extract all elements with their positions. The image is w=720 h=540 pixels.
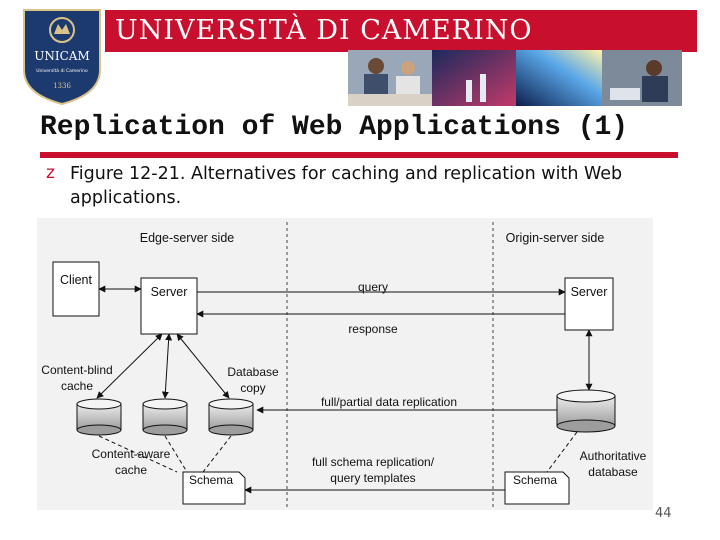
header-photo-strip — [348, 50, 682, 106]
content-aware-label-2: cache — [115, 463, 147, 477]
replication-label: full/partial data replication — [321, 395, 457, 409]
authoritative-label: Authoritative — [580, 449, 647, 463]
z-bullet-icon: z — [46, 163, 55, 183]
db-copy-schema-dash — [202, 435, 232, 473]
origin-schema-dash — [546, 431, 578, 473]
replication-diagram: Edge-server side Origin-server side Clie… — [37, 218, 653, 510]
edge-server-label: Server — [151, 285, 188, 299]
origin-side-label: Origin-server side — [506, 231, 605, 245]
unicam-logo: UNICAM Università di Camerino 1336 — [23, 9, 101, 106]
server-db-copy-arrow — [176, 333, 230, 399]
origin-schema-label: Schema — [513, 473, 557, 487]
edge-side-label: Edge-server side — [140, 231, 235, 245]
slide-title: Replication of Web Applications (1) — [40, 112, 629, 143]
photo-lab — [432, 50, 516, 106]
blind-cache-schema-dash — [98, 435, 178, 473]
server-blind-cache-arrow — [96, 333, 163, 399]
server-cache-arrow — [161, 333, 173, 399]
header-banner — [105, 10, 697, 52]
logo-text: UNICAM — [34, 49, 90, 63]
database-copy-label: Database — [227, 365, 279, 379]
photo-light — [516, 50, 602, 106]
edge-schema-label: Schema — [189, 473, 233, 487]
bullet-text: Figure 12-21. Alternatives for caching a… — [70, 164, 623, 208]
cache-schema-dash — [164, 435, 188, 473]
database-copy-cylinder — [208, 398, 254, 436]
university-name: UNIVERSITÀ DI CAMERINO — [115, 15, 533, 46]
response-label: response — [348, 322, 398, 336]
schema-replication-label: full schema replication/ — [312, 455, 435, 469]
origin-schema-box: Schema — [504, 471, 570, 505]
title-underline — [40, 152, 678, 158]
edge-server-box — [140, 277, 198, 335]
client-box — [52, 261, 100, 317]
authoritative-label-2: database — [588, 465, 638, 479]
database-copy-label-2: copy — [240, 381, 265, 395]
content-blind-cache-cylinder — [76, 398, 122, 436]
edge-schema-box: Schema — [182, 471, 246, 505]
origin-server-label: Server — [571, 285, 608, 299]
authoritative-database-cylinder — [556, 389, 616, 433]
query-label: query — [358, 280, 388, 294]
logo-subtext: Università di Camerino — [36, 67, 88, 74]
content-blind-label-2: cache — [61, 379, 93, 393]
page-number: 44 — [655, 506, 672, 521]
client-label: Client — [60, 273, 92, 287]
content-blind-label: Content-blind — [41, 363, 112, 377]
logo-year: 1336 — [53, 82, 71, 90]
schema-replication-label-2: query templates — [330, 471, 415, 485]
edge-cache-cylinder — [142, 398, 188, 436]
content-aware-label: Content-aware — [92, 447, 171, 461]
